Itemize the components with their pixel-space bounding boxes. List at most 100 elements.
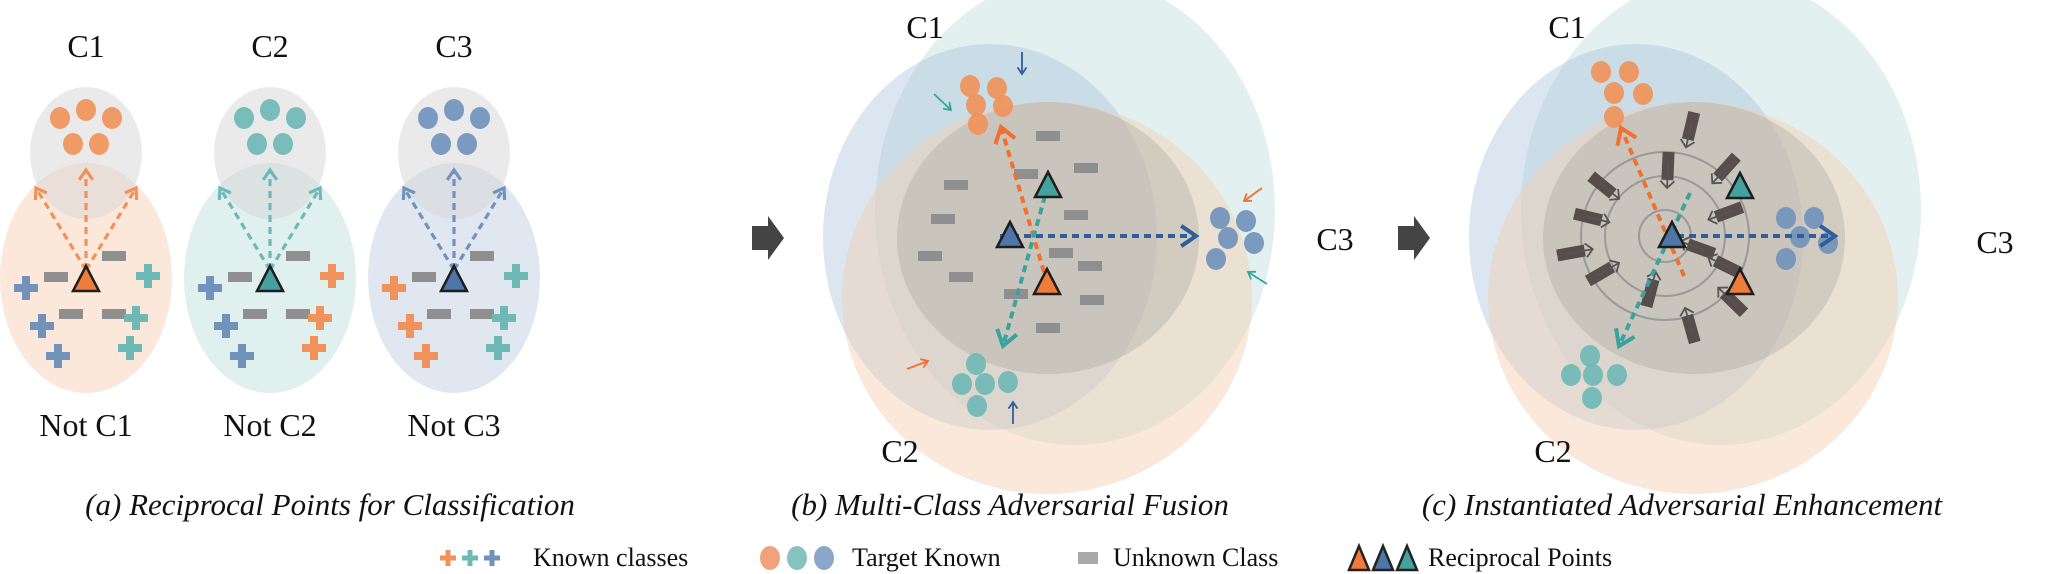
arrow-head: [1180, 224, 1200, 248]
adversarial-sample: [1556, 242, 1594, 262]
target-known-circle: [470, 107, 490, 129]
dashed-arrow-line: [1617, 192, 1692, 347]
target-known-circle: [1244, 232, 1264, 254]
pull-arrow: [1711, 163, 1731, 184]
plus-icons: [440, 550, 500, 566]
dashed-arrow-line: [84, 187, 138, 271]
target-known-circle: [966, 94, 986, 116]
adversarial-sample: [1584, 259, 1621, 287]
target-known-circle: [1583, 364, 1603, 386]
target-known-circle: [975, 373, 995, 395]
known-class-plus: [504, 264, 528, 288]
known-class-plus: [198, 276, 222, 300]
legend-item-target-known: Target Known: [760, 543, 1001, 572]
class-label-bottom: Not C2: [223, 407, 316, 443]
known-class-plus: [320, 264, 344, 288]
pull-arrow-head: [1600, 213, 1611, 229]
reciprocal-point-triangle: [1656, 219, 1688, 249]
known-class-plus: [214, 314, 238, 338]
step-arrow-a-to-b: [752, 216, 784, 260]
legend-label: Unknown Class: [1113, 543, 1278, 572]
arrow-head: [1614, 327, 1636, 350]
target-known-circle: [1582, 387, 1602, 409]
reciprocal-point-triangle: [70, 263, 102, 293]
target-known-circle: [998, 371, 1018, 393]
legend-item-known-classes: Known classes: [440, 543, 688, 572]
reciprocal-point-triangle: [438, 263, 470, 293]
unknown-class-bar: [59, 309, 83, 319]
pull-arrow-head: [1679, 306, 1695, 317]
target-known-circle: [1776, 248, 1796, 270]
label-c1: C1: [906, 9, 943, 45]
unknown-class-bar: [470, 309, 494, 319]
known-class-plus: [308, 306, 332, 330]
caption-c: (c) Instantiated Adversarial Enhancement: [1422, 487, 1944, 522]
pull-arrow-head: [1659, 180, 1675, 190]
dashed-arrow-line: [1619, 127, 1686, 277]
region-c3: [842, 102, 1252, 494]
known-class-plus: [302, 336, 326, 360]
arrow-head: [308, 185, 323, 201]
label-c2: C2: [881, 433, 918, 469]
label-c3: C3: [1316, 221, 1353, 257]
unknown-class-bar: [1036, 323, 1060, 333]
pull-arrow-head: [1609, 259, 1621, 273]
adversarial-sample: [1587, 171, 1621, 201]
reciprocal-point-triangle: [254, 263, 286, 293]
target-known-circle: [1804, 207, 1824, 229]
small-arrow: [1243, 187, 1263, 202]
unknown-class-bar: [427, 309, 451, 319]
target-known-circle: [63, 133, 83, 155]
class-label-top: C2: [251, 28, 288, 64]
known-class-plus: [492, 306, 516, 330]
unknown-class-bar: [286, 309, 310, 319]
dashed-arrow-line: [218, 187, 272, 271]
small-arrow-head: [1016, 66, 1028, 76]
unknown-class-bar: [470, 251, 494, 261]
pull-arrow: [1708, 209, 1734, 221]
pull-arrow: [1648, 271, 1657, 298]
adversarial-sample: [1659, 151, 1675, 190]
dashed-arrow-line: [452, 187, 506, 271]
arrow-head: [124, 185, 139, 201]
legend-item-reciprocal-points: Reciprocal Points: [1347, 542, 1612, 572]
small-arrow: [1247, 271, 1268, 285]
target-known-circle: [431, 133, 451, 155]
class-label-bottom: Not C1: [39, 407, 132, 443]
unknown-class-bar: [286, 251, 310, 261]
class-label-top: C3: [435, 28, 472, 64]
unknown-class-bar: [44, 272, 68, 282]
unknown-class-bar: [1049, 248, 1073, 258]
target-known-circle: [1206, 248, 1226, 270]
known-class-plus: [486, 336, 510, 360]
reciprocal-point-triangle: [1032, 169, 1064, 199]
adversarial-sample: [1710, 152, 1741, 185]
arrow-head: [33, 185, 48, 201]
target-known-circle: [89, 133, 109, 155]
pull-arrow-head: [1707, 253, 1718, 267]
adversarial-sample: [1572, 207, 1611, 229]
pull-arrow: [1707, 256, 1732, 270]
arrow-head: [995, 328, 1019, 350]
arrow-head: [261, 167, 279, 181]
dashed-arrow-line: [1001, 195, 1047, 347]
unknown-class-bar: [949, 272, 973, 282]
target-known-circle: [1607, 364, 1627, 386]
known-class-plus: [398, 314, 422, 338]
small-arrow: [906, 360, 929, 370]
unknown-class-bar: [243, 309, 267, 319]
target-known-circle: [1604, 82, 1624, 104]
target-known-circle: [286, 107, 306, 129]
label-c3: C3: [1976, 224, 2013, 260]
legend-label: Reciprocal Points: [1428, 543, 1612, 572]
known-class-plus: [230, 344, 254, 368]
target-known-circle: [1580, 345, 1600, 367]
known-class-plus: [46, 344, 70, 368]
arrow-head: [1615, 124, 1638, 147]
unknown-class-bar: [102, 309, 126, 319]
target-known-circle: [993, 95, 1013, 117]
pull-arrow: [1717, 287, 1738, 307]
